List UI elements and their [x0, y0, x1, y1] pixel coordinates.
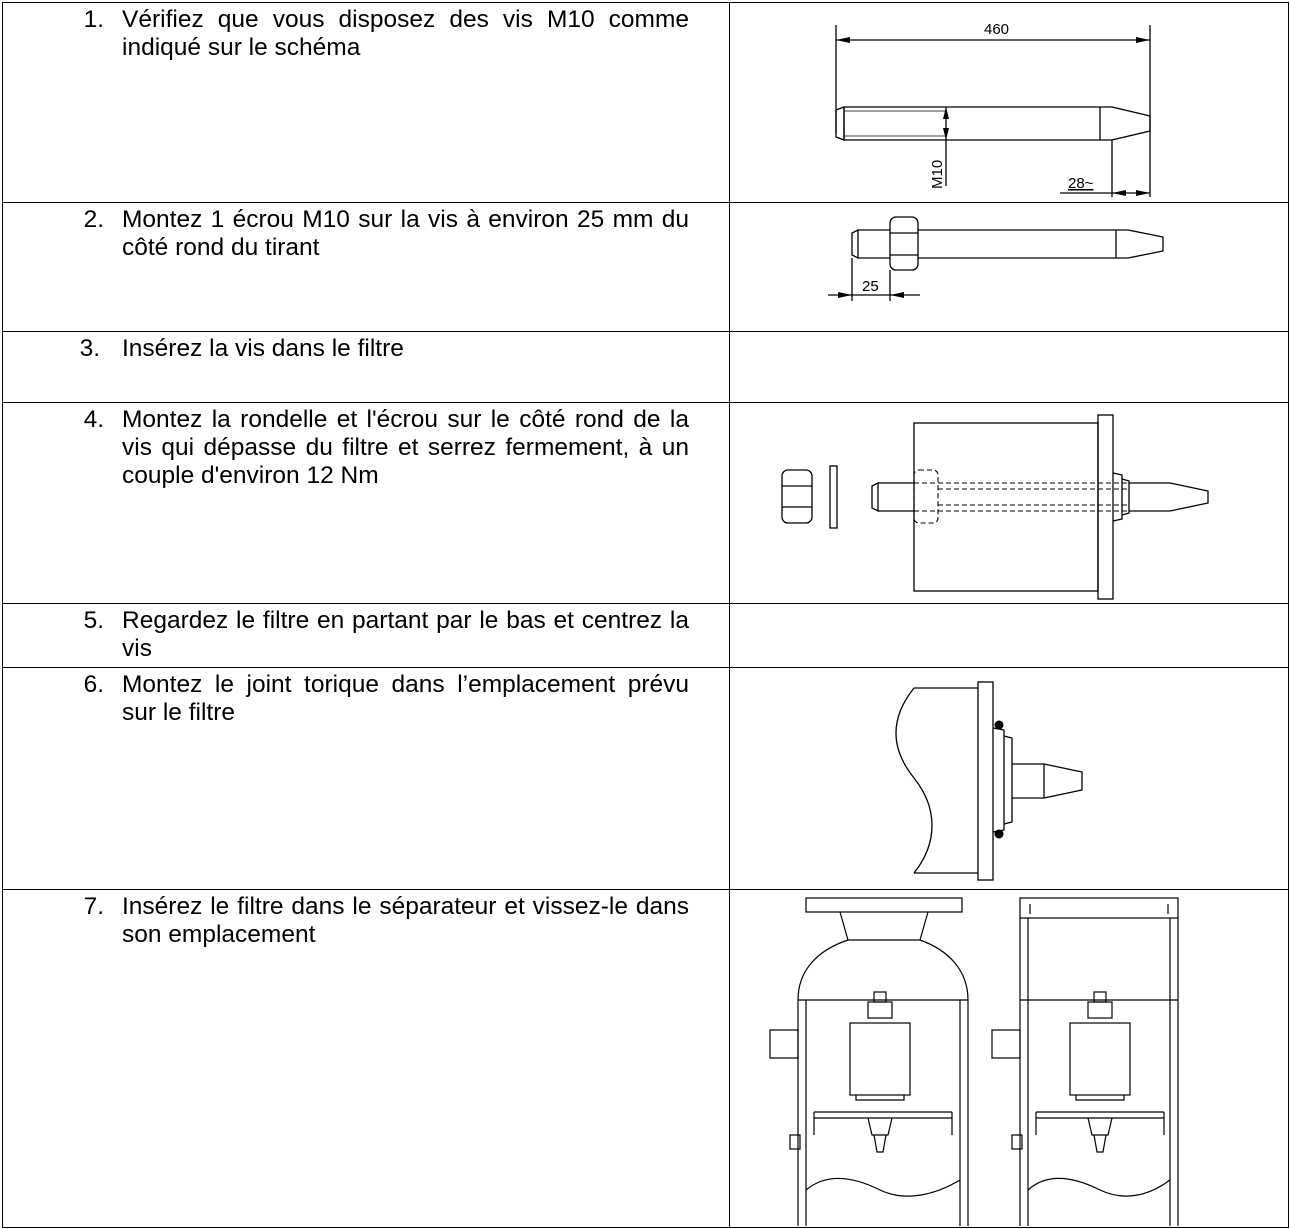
step-instruction: Montez 1 écrou M10 sur la vis à environ … [122, 206, 689, 261]
step-figure-cell [729, 603, 1289, 668]
step-text-cell: 4. Montez la rondelle et l'écrou sur le … [2, 402, 730, 604]
o-ring-fitting-drawing [895, 681, 1083, 881]
thread-size-label: M10 [929, 160, 946, 189]
step-row-6: 6. Montez le joint torique dans l’emplac… [2, 667, 1289, 890]
step-text-cell: 2. Montez 1 écrou M10 sur la vis à envir… [2, 202, 730, 332]
step-text-cell: 1. Vérifiez que vous disposez des vis M1… [2, 2, 730, 203]
step-instruction: Vérifiez que vous disposez des vis M10 c… [122, 6, 689, 61]
tip-dimension-label: 28~ [1068, 175, 1094, 192]
step-number: 1. [83, 6, 104, 33]
step-instruction: Insérez la vis dans le filtre [122, 335, 404, 362]
step-figure-cell [729, 889, 1289, 1228]
step-instruction: Montez le joint torique dans l’emplaceme… [122, 671, 689, 726]
step-number: 7. [83, 893, 104, 920]
step-instruction: Regardez le filtre en partant par le bas… [122, 607, 689, 662]
nut-offset-label: 25 [862, 278, 879, 295]
step-row-7: 7. Insérez le filtre dans le séparateur … [2, 889, 1289, 1228]
step-number: 6. [83, 671, 104, 698]
step-figure-cell [729, 667, 1289, 890]
separator-installation-drawing [769, 897, 1179, 1226]
step-figure-cell: 460 M10 28~ [729, 2, 1289, 203]
length-dimension-label: 460 [984, 21, 1009, 38]
step-text-cell: 3. Insérez la vis dans le filtre [2, 331, 730, 403]
step-figure-cell [729, 402, 1289, 604]
step-row-5: 5. Regardez le filtre en partant par le … [2, 603, 1289, 668]
o-ring-marks [994, 720, 1004, 839]
step-instruction: Montez la rondelle et l'écrou sur le côt… [122, 406, 689, 489]
step-number: 3. [79, 335, 100, 362]
step-number: 4. [83, 406, 104, 433]
step-text-cell: 5. Regardez le filtre en partant par le … [2, 603, 730, 668]
step-row-1: 1. Vérifiez que vous disposez des vis M1… [2, 2, 1289, 203]
step-figure-cell: 25 [729, 202, 1289, 332]
filter-bolt-assembly-drawing [781, 414, 1209, 600]
step-instruction: Insérez le filtre dans le séparateur et … [122, 893, 689, 948]
step-number: 2. [83, 206, 104, 233]
step-row-3: 3. Insérez la vis dans le filtre [2, 331, 1289, 403]
step-text-cell: 6. Montez le joint torique dans l’emplac… [2, 667, 730, 890]
step-row-4: 4. Montez la rondelle et l'écrou sur le … [2, 402, 1289, 604]
bolt-dimension-drawing: 460 M10 28~ [835, 21, 1151, 197]
step-text-cell: 7. Insérez le filtre dans le séparateur … [2, 889, 730, 1228]
step-number: 5. [83, 607, 104, 634]
step-figure-cell [729, 331, 1289, 403]
step-row-2: 2. Montez 1 écrou M10 sur la vis à envir… [2, 202, 1289, 332]
nut-on-bolt-drawing: 25 [828, 216, 1164, 301]
